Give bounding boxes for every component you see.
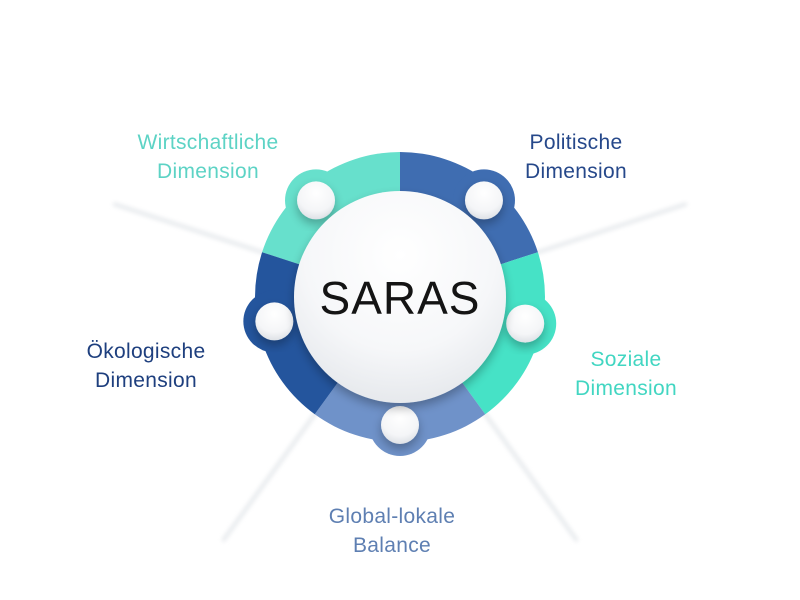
- knob-politik: [464, 181, 503, 220]
- label-global-lokale-balance: Global-lokale Balance: [262, 502, 522, 560]
- knob-wirtschaft: [297, 181, 336, 220]
- label-line-2: Dimension: [157, 160, 259, 183]
- label-oekologische-dimension: Ökologische Dimension: [16, 337, 276, 395]
- center-title: SARAS: [319, 272, 481, 324]
- label-wirtschaftliche-dimension: Wirtschaftliche Dimension: [78, 128, 338, 186]
- knob-global: [381, 406, 419, 444]
- knob-oeko: [255, 302, 294, 341]
- knob-sozial: [506, 304, 545, 343]
- label-line-1: Wirtschaftliche: [137, 131, 279, 154]
- label-line-1: Politische: [529, 131, 623, 154]
- label-line-1: Soziale: [590, 348, 662, 371]
- label-line-2: Balance: [353, 534, 431, 557]
- label-line-2: Dimension: [95, 369, 197, 392]
- label-line-1: Ökologische: [86, 340, 206, 363]
- label-soziale-dimension: Soziale Dimension: [496, 345, 756, 403]
- label-line-2: Dimension: [525, 160, 627, 183]
- label-line-2: Dimension: [575, 377, 677, 400]
- center-circle: [294, 191, 506, 403]
- label-line-1: Global-lokale: [328, 505, 456, 528]
- label-politische-dimension: Politische Dimension: [446, 128, 706, 186]
